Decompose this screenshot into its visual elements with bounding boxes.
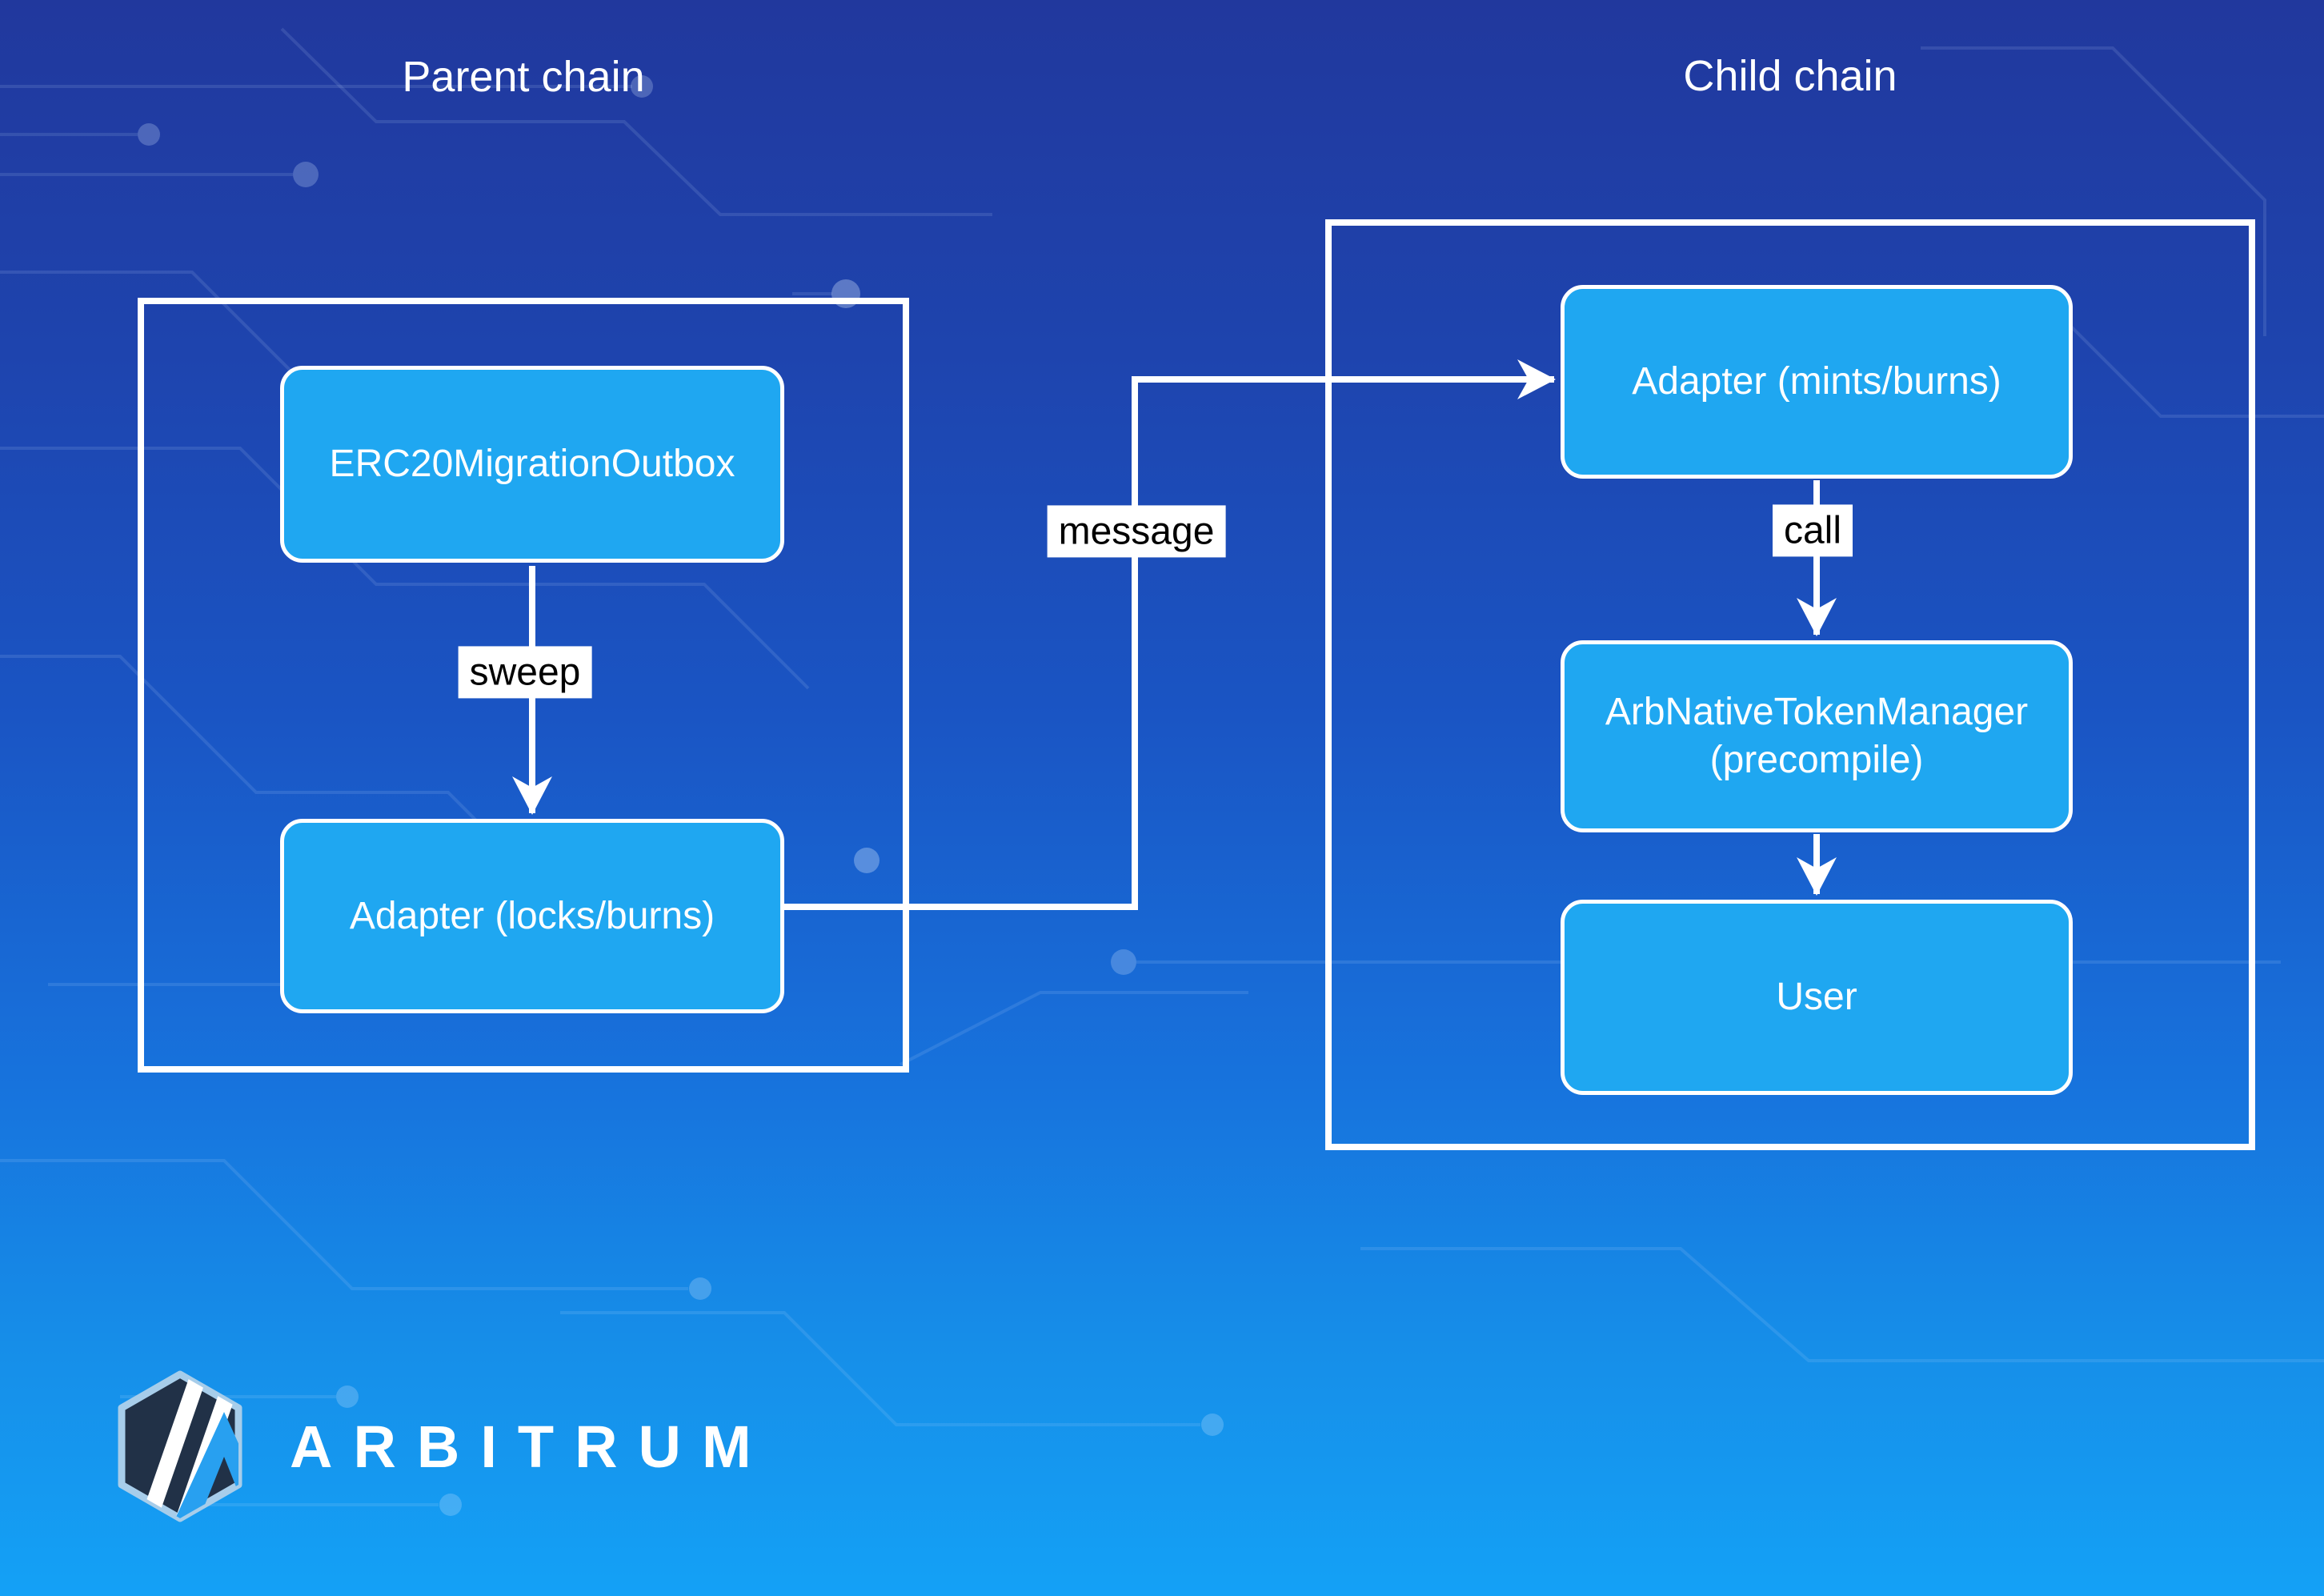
edge-label-message: message: [1047, 505, 1226, 558]
arbitrum-logo-icon: [118, 1370, 242, 1522]
node-adapter-locks-burns: Adapter (locks/burns): [280, 819, 784, 1013]
node-adapter-mints-burns-label: Adapter (mints/burns): [1632, 360, 2001, 403]
node-arb-native-token-manager-label-line2: (precompile): [1709, 739, 1924, 781]
arbitrum-wordmark: ARBITRUM: [290, 1413, 772, 1480]
node-adapter-mints-burns: Adapter (mints/burns): [1561, 285, 2073, 479]
edge-label-call: call: [1772, 504, 1853, 557]
node-adapter-locks-burns-label: Adapter (locks/burns): [349, 894, 715, 937]
node-erc20-migration-outbox: ERC20MigrationOutbox: [280, 366, 784, 563]
node-user: User: [1561, 900, 2073, 1095]
node-arb-native-token-manager: ArbNativeTokenManager (precompile): [1561, 640, 2073, 832]
child-chain-title: Child chain: [1683, 52, 1897, 100]
edge-label-sweep: sweep: [458, 646, 592, 699]
parent-chain-title: Parent chain: [402, 53, 645, 101]
node-user-label: User: [1776, 976, 1857, 1018]
node-erc20-migration-outbox-label: ERC20MigrationOutbox: [329, 443, 735, 485]
arbitrum-branding: ARBITRUM: [112, 1370, 772, 1522]
node-arb-native-token-manager-label-line1: ArbNativeTokenManager: [1605, 691, 2029, 733]
